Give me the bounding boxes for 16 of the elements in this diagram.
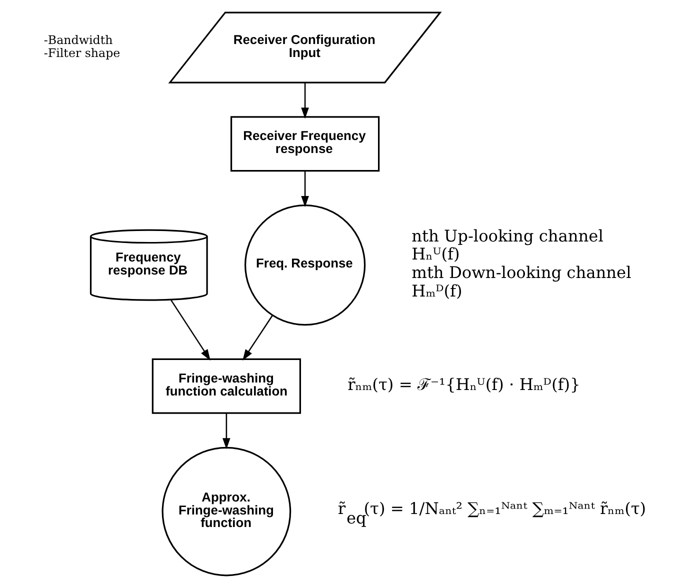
arrow	[170, 300, 210, 361]
node-label: mth Down-looking channel	[411, 262, 631, 282]
node-box: Receiver Frequency response	[230, 116, 380, 172]
node-label: Hₙᵁ(f)	[411, 244, 460, 264]
arrow	[242, 315, 272, 361]
arrow	[300, 82, 308, 119]
node-box: Fringe-washing function calculation	[151, 358, 300, 414]
node-label: -Bandwidth	[43, 33, 112, 48]
node-label: nth Up-looking channel	[411, 226, 603, 246]
arrow	[300, 171, 308, 208]
arrow	[222, 413, 230, 450]
node-circle: Approx. Fringe-washing function	[161, 446, 291, 576]
node-circle: Freq. Response	[244, 204, 366, 326]
node-label: -Filter shape	[43, 46, 120, 60]
node-label: r̃ₙₘ(τ) = ℱ⁻¹{Hₙᵁ(f) · Hₘᴰ(f)}	[347, 374, 580, 394]
node-label: Hₘᴰ(f)	[411, 281, 462, 300]
